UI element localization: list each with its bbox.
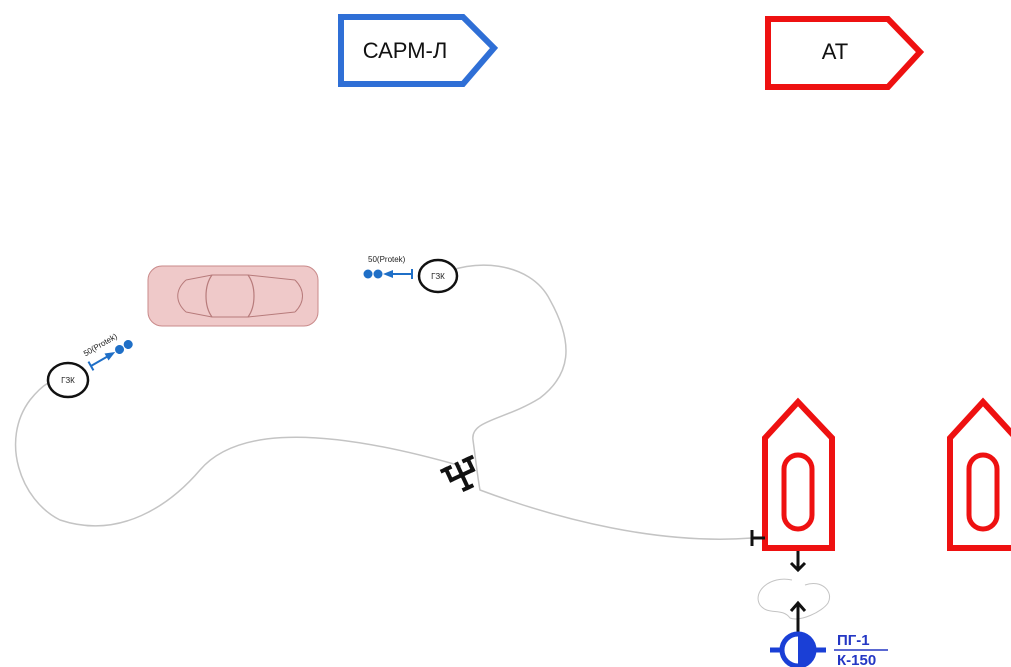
nozzle-lower-label: 50(Protek) <box>82 332 119 359</box>
nozzle-icon-second <box>373 269 383 279</box>
nozzle-upper-label: 50(Protek) <box>368 255 406 264</box>
nozzle-upper: 50(Protek) <box>363 255 413 279</box>
hose-main <box>438 264 753 540</box>
hose-reel-icon <box>417 258 459 294</box>
branching-manifold-icon <box>439 454 476 493</box>
nozzle-tip <box>383 270 393 278</box>
car-body <box>147 265 319 327</box>
hose-reel-upper: ГЗК <box>417 258 459 294</box>
manifold-inlet-cap <box>461 483 475 493</box>
hydrant-fill-half <box>798 634 814 666</box>
hydrant-suction-arrow <box>789 600 807 612</box>
fire-truck-tank <box>781 452 815 532</box>
hydrant-top-label: ПГ-1 <box>837 632 870 649</box>
sign-sarm: САРМ-Л <box>338 14 499 87</box>
nozzle-tip <box>104 352 116 361</box>
fire-truck-icon <box>947 397 1011 551</box>
sign-sarm-label: САРМ-Л <box>363 38 448 63</box>
sign-at-arrow <box>765 16 925 90</box>
nozzle-icon <box>363 269 373 279</box>
sign-at: АТ <box>765 16 925 90</box>
hose-left-loop <box>14 382 462 527</box>
hose-line <box>14 264 830 620</box>
hose-reel-icon <box>46 361 90 399</box>
fire-truck-tank <box>966 452 1000 532</box>
hydrant-label: ПГ-1 К-150 <box>834 632 888 667</box>
manifold-outlet-right <box>465 456 476 473</box>
hose-reel-lower-label: ГЗК <box>61 376 75 385</box>
manifold-inlet <box>459 472 471 491</box>
car-icon <box>147 265 319 327</box>
hose-reel-lower: ГЗК <box>46 361 90 399</box>
truck-pump-inlet-arrow <box>789 561 807 573</box>
hydrant-bottom-label: К-150 <box>837 652 876 667</box>
nozzle-icon <box>115 345 125 354</box>
fire-truck-main <box>750 397 835 573</box>
sign-at-label: АТ <box>822 39 848 64</box>
truck-pump-inlet <box>789 551 807 573</box>
manifold-outlet-center <box>454 461 465 478</box>
fire-hydrant-icon <box>770 600 826 667</box>
manifold-outlet-left-cap <box>439 464 453 474</box>
manifold-outlet-right-cap <box>461 454 475 464</box>
fire-truck-second <box>947 397 1011 551</box>
nozzle-icon-second <box>123 340 133 349</box>
nozzle-lower: 50(Protek) <box>82 332 133 371</box>
hydrant-connection-loop <box>757 578 830 620</box>
car-roof-outline <box>177 274 303 318</box>
fire-truck-icon <box>762 397 835 551</box>
car-windshield <box>205 274 255 318</box>
hose-reel-upper-label: ГЗК <box>431 272 445 281</box>
truck-side-connection <box>750 530 765 546</box>
hydrant-suction-pipe <box>789 600 807 632</box>
sign-sarm-arrow <box>338 14 499 87</box>
nozzle-shaft <box>90 355 109 367</box>
